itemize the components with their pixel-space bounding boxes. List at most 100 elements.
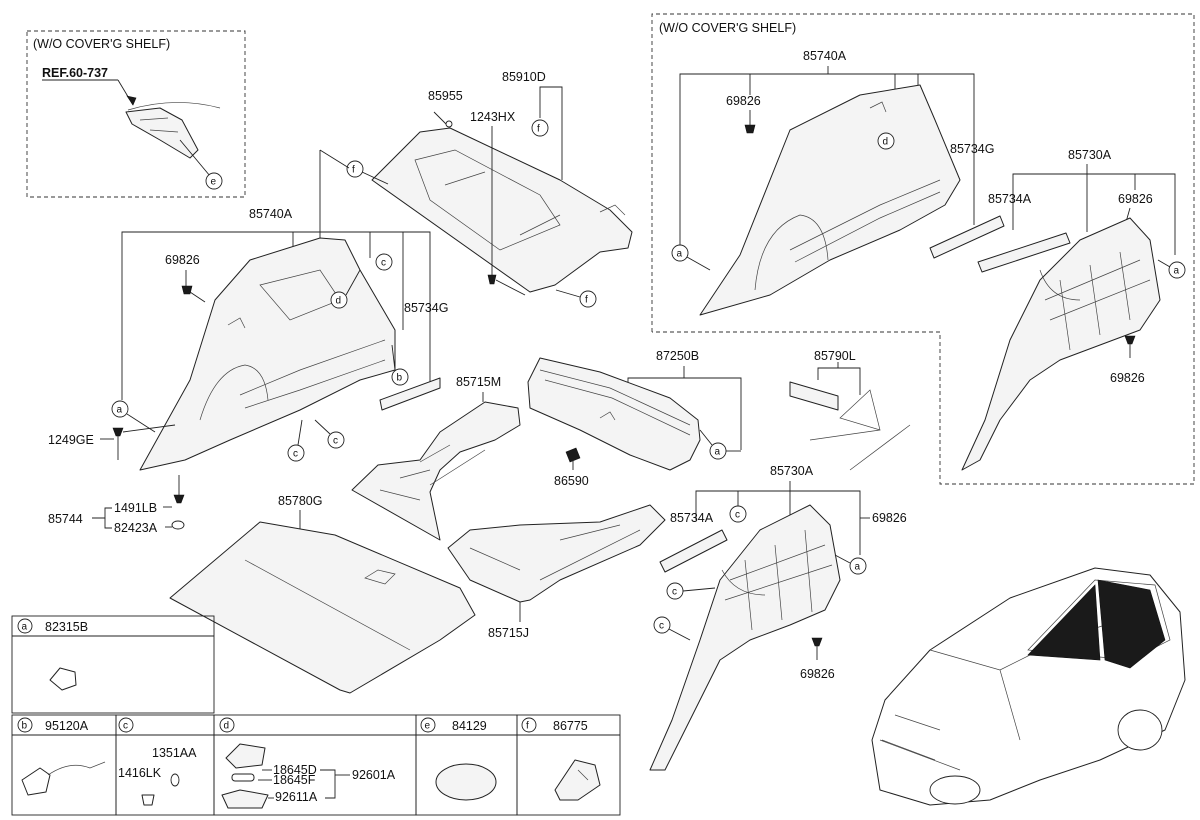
callout-f-tray-top[interactable] xyxy=(531,119,549,137)
legend-letter-e: e xyxy=(425,721,431,732)
legend-letter-b: b xyxy=(22,721,28,732)
legend-letter-a: a xyxy=(22,622,28,633)
callout-f-tray-bottom[interactable] xyxy=(579,290,597,308)
legend-part-82315B[interactable]: 82315B xyxy=(45,620,88,634)
part-85715M-label[interactable]: 85715M xyxy=(456,375,501,389)
part-1491LB-label[interactable]: 1491LB xyxy=(114,501,157,515)
legend-letter-f-circle xyxy=(521,717,537,733)
callout-c-right-top-letter: c xyxy=(735,510,740,521)
legend-letter-a-circle xyxy=(17,618,33,634)
legend-letter-d: d xyxy=(224,721,230,732)
part-85955-label[interactable]: 85955 xyxy=(428,89,463,103)
trunk-sill-shape xyxy=(527,357,701,471)
part-85730A-inset-label[interactable]: 85730A xyxy=(1068,148,1112,162)
legend-part-18645D[interactable]: 18645D xyxy=(273,763,317,777)
legend-part-18645F[interactable]: 18645F xyxy=(273,773,316,787)
callout-c-right-mid-letter: c xyxy=(672,587,677,598)
callout-c-left-bottom-letter: c xyxy=(293,449,298,460)
legend-letter-f: f xyxy=(526,721,529,732)
trim-strip-85734A-inset xyxy=(977,232,1071,273)
lens-icon xyxy=(221,789,269,809)
trim-strip-85734A xyxy=(659,529,728,573)
callout-e-inset[interactable] xyxy=(205,172,223,190)
bulb-icon xyxy=(231,773,255,782)
luggage-tray-left-shape xyxy=(351,401,521,541)
part-69826-right-label[interactable]: 69826 xyxy=(872,511,907,525)
callout-c-left-lower[interactable] xyxy=(327,431,345,449)
callout-a-inset-right[interactable] xyxy=(1168,261,1186,279)
callout-c-right-top[interactable] xyxy=(729,505,747,523)
part-85734A-inset-label[interactable]: 85734A xyxy=(988,192,1032,206)
callout-c-right-low[interactable] xyxy=(653,616,671,634)
luggage-tray-right-shape xyxy=(447,504,666,603)
part-85734G-right-label[interactable]: 85734G xyxy=(950,142,994,156)
shelf-bracket-part xyxy=(125,107,199,159)
legend-part-86775[interactable]: 86775 xyxy=(553,719,588,733)
part-69826-inset-upper-label[interactable]: 69826 xyxy=(1118,192,1153,206)
part-85910D-label[interactable]: 85910D xyxy=(502,70,546,84)
pad-84129-icon xyxy=(435,763,497,801)
part-85744-label[interactable]: 85744 xyxy=(48,512,83,526)
lamp-housing-icon xyxy=(225,743,266,769)
part-69826-right-lower-label[interactable]: 69826 xyxy=(800,667,835,681)
right-quarter-trim-85730A: 85730A 85734A c 69826 a c c 69826 xyxy=(649,464,907,771)
legend-part-92611A[interactable]: 92611A xyxy=(275,790,318,804)
part-69826-inset-lower-label[interactable]: 69826 xyxy=(1110,371,1145,385)
left-quarter-trim-85740A: 85740A 69826 c d 85734G b a c c xyxy=(48,149,448,535)
callout-f-tray-bottom-letter: f xyxy=(585,295,588,306)
right-quarter-trim-85730A-inset-shape xyxy=(961,217,1161,471)
reference-label[interactable]: REF.60-737 xyxy=(42,66,108,80)
part-69826-left-label[interactable]: 69826 xyxy=(165,253,200,267)
callout-a-left[interactable] xyxy=(111,400,129,418)
inset-header-right: (W/O COVER'G SHELF) xyxy=(659,21,796,35)
part-85780G-label[interactable]: 85780G xyxy=(278,494,322,508)
legend-part-95120A[interactable]: 95120A xyxy=(45,719,89,733)
part-85790L-label[interactable]: 85790L xyxy=(814,349,856,363)
vehicle-highlight-right xyxy=(1097,579,1166,669)
clip-82315B-icon xyxy=(49,667,77,691)
part-87250B-label[interactable]: 87250B xyxy=(656,349,699,363)
legend-box-a xyxy=(11,615,215,714)
package-tray-85910D: 85955 85910D 1243HX f f f xyxy=(346,70,633,308)
part-1249GE-label[interactable]: 1249GE xyxy=(48,433,94,447)
part-82423A-label[interactable]: 82423A xyxy=(114,521,158,535)
callout-c-left-upper-letter: c xyxy=(381,258,386,269)
legend-part-92601A[interactable]: 92601A xyxy=(352,768,396,782)
inset-without-cover-shelf-left: (W/O COVER'G SHELF) REF.60-737 e xyxy=(26,30,246,198)
callout-c-right-low-letter: c xyxy=(659,621,664,632)
callout-a-right[interactable] xyxy=(849,557,867,575)
package-tray-shape xyxy=(371,127,633,293)
part-1243HX-label[interactable]: 1243HX xyxy=(470,110,516,124)
vehicle-highlight-left xyxy=(1027,584,1101,661)
trunk-sill-87250B: 87250B a 86590 xyxy=(527,349,742,488)
callout-d-left[interactable] xyxy=(330,291,348,309)
callout-b-left-letter: b xyxy=(397,373,403,384)
legend-letter-e-circle xyxy=(420,717,436,733)
callout-a-inset-right-letter: a xyxy=(1174,266,1180,277)
part-85734G-left-label[interactable]: 85734G xyxy=(404,301,448,315)
callout-f-tray-top-letter: f xyxy=(537,124,540,135)
clip-1351AA-icon xyxy=(170,773,180,787)
callout-b-left[interactable] xyxy=(391,368,409,386)
legend-letter-c-circle xyxy=(118,717,134,733)
callout-f-tray-left[interactable] xyxy=(346,160,364,178)
callout-c-left-bottom[interactable] xyxy=(287,444,305,462)
part-86590-label[interactable]: 86590 xyxy=(554,474,589,488)
right-quarter-trim-inset-shape xyxy=(699,84,961,316)
callout-a-right-inset[interactable] xyxy=(671,244,689,262)
part-85734A-label[interactable]: 85734A xyxy=(670,511,714,525)
callout-a-right-letter: a xyxy=(855,562,861,573)
legend-part-84129[interactable]: 84129 xyxy=(452,719,487,733)
callout-c-left-upper[interactable] xyxy=(375,253,393,271)
part-85740A-right-label[interactable]: 85740A xyxy=(803,49,847,63)
inset-header-left: (W/O COVER'G SHELF) xyxy=(33,37,170,51)
callout-d-right[interactable] xyxy=(877,132,895,150)
part-85730A-label[interactable]: 85730A xyxy=(770,464,814,478)
legend-part-1416LK[interactable]: 1416LK xyxy=(118,766,162,780)
part-85740A-left-label[interactable]: 85740A xyxy=(249,207,293,221)
part-69826-right-inset-label[interactable]: 69826 xyxy=(726,94,761,108)
clip-1416LK-icon xyxy=(141,794,155,806)
legend-part-1351AA[interactable]: 1351AA xyxy=(152,746,197,760)
part-85715J-label[interactable]: 85715J xyxy=(488,626,529,640)
